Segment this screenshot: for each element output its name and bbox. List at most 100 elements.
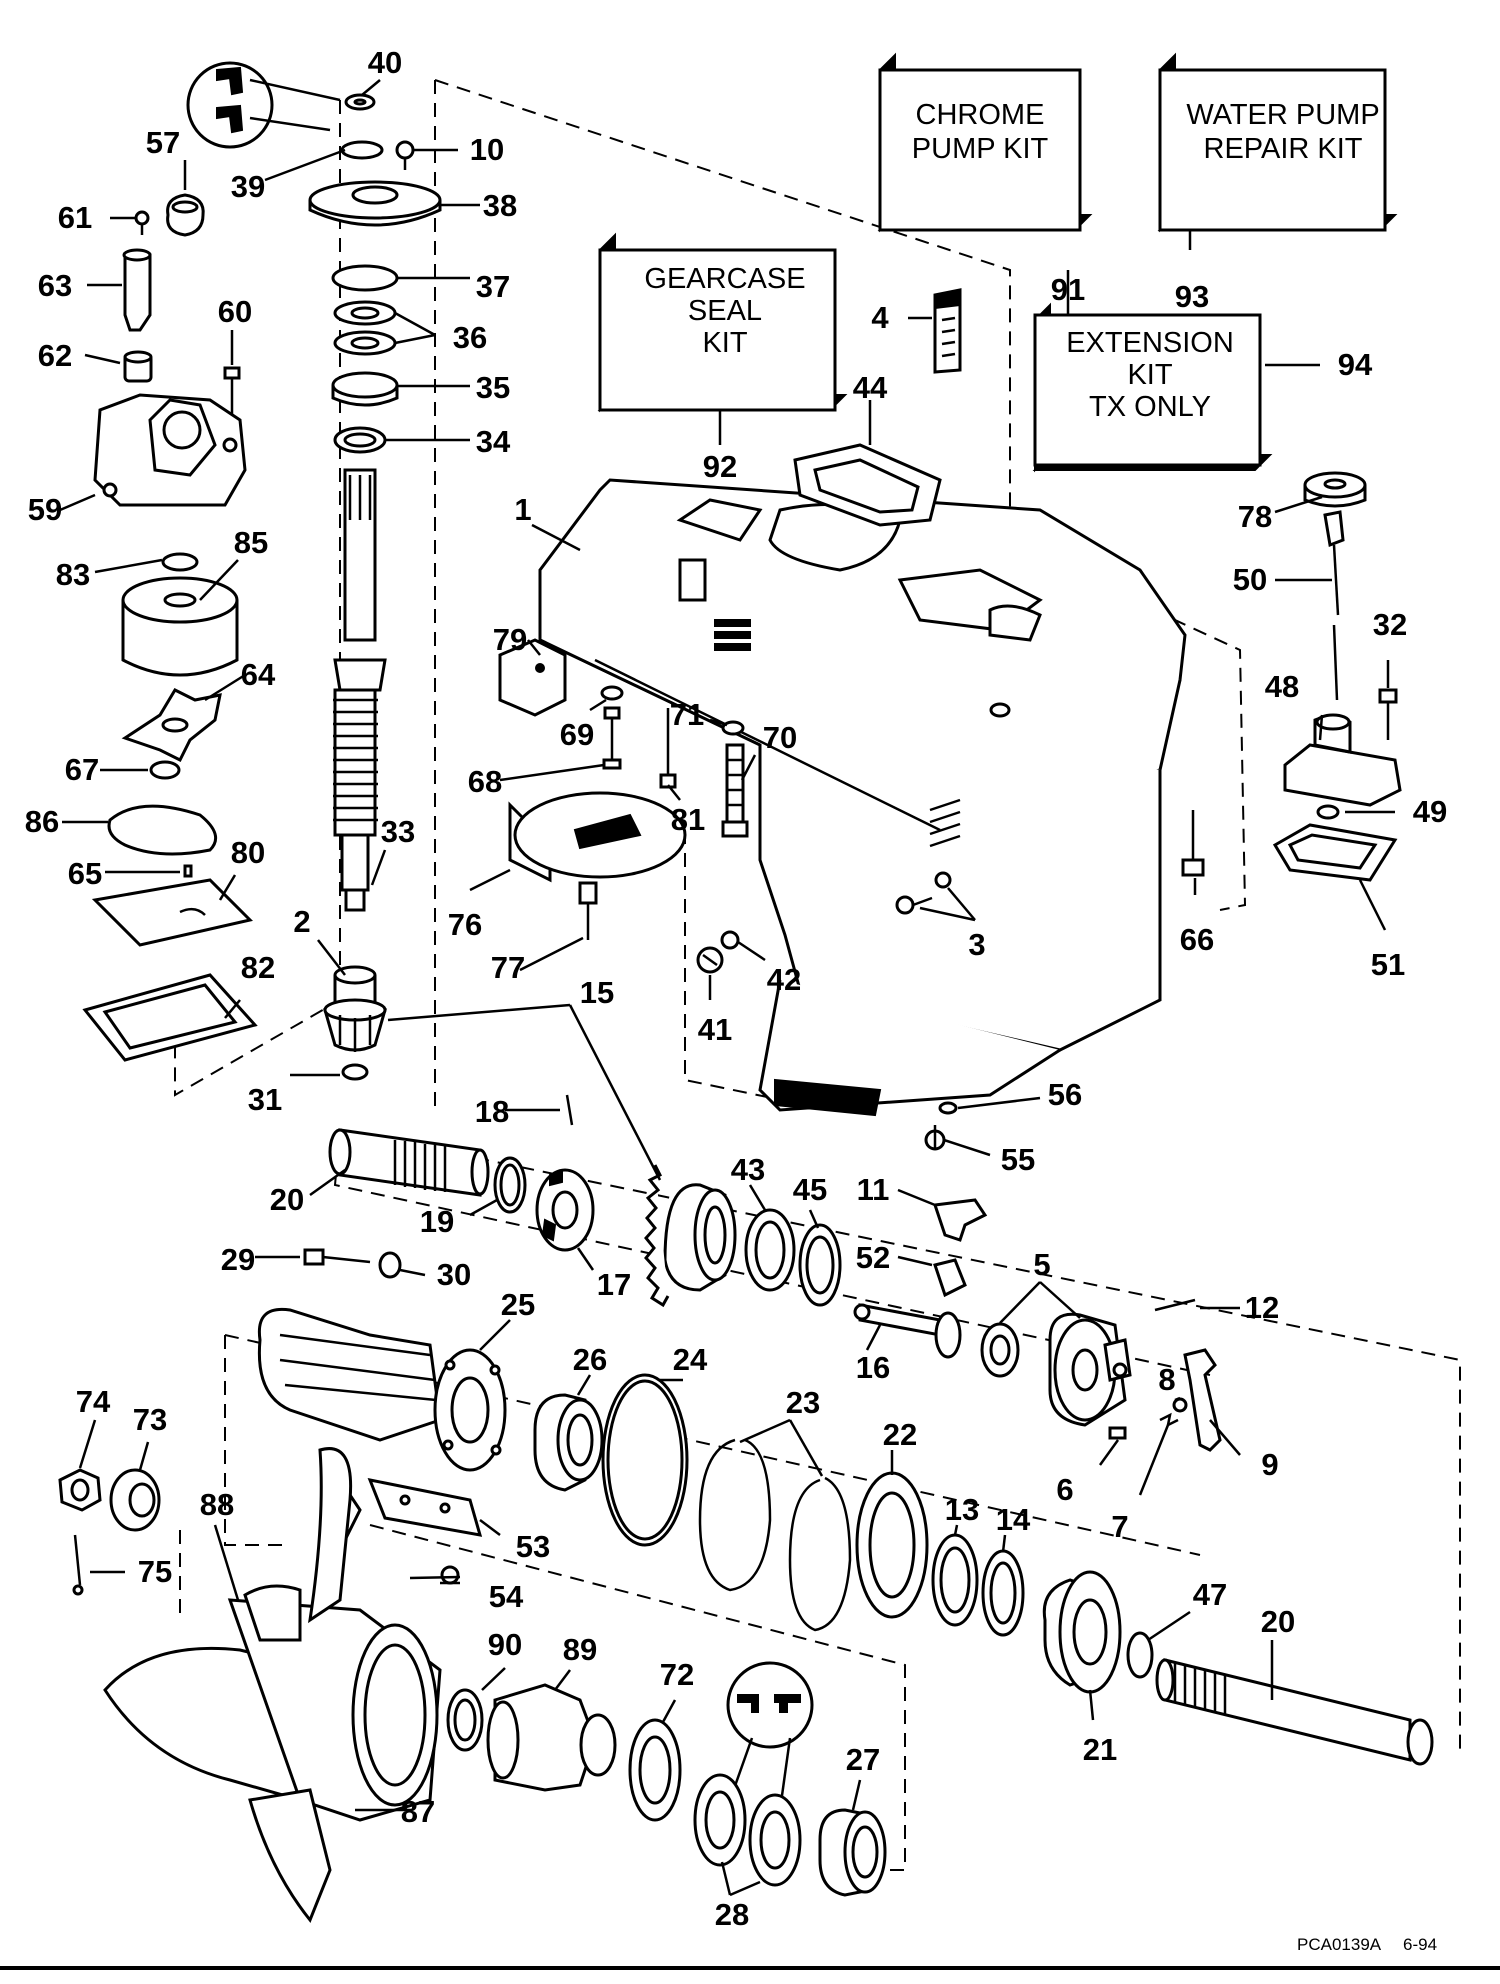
label-66: 66 xyxy=(1180,922,1214,957)
label-59: 59 xyxy=(28,492,62,527)
label-87: 87 xyxy=(401,1794,435,1829)
label-81: 81 xyxy=(671,802,705,837)
label-18: 18 xyxy=(475,1094,509,1129)
label-71: 71 xyxy=(670,697,704,732)
gearcase-seal-kit-line-1: GEARCASE xyxy=(644,263,805,295)
label-70: 70 xyxy=(763,720,797,755)
propeller-row xyxy=(58,1447,887,1923)
label-44: 44 xyxy=(853,370,888,405)
label-55: 55 xyxy=(1001,1142,1035,1177)
label-23: 23 xyxy=(786,1385,820,1420)
label-65: 65 xyxy=(68,856,102,891)
label-11: 11 xyxy=(857,1172,890,1207)
label-4: 4 xyxy=(871,300,889,335)
label-82: 82 xyxy=(241,950,275,985)
label-36: 36 xyxy=(453,320,487,355)
label-26: 26 xyxy=(573,1342,607,1377)
chrome-pump-kit: CHROME PUMP KIT xyxy=(877,52,1093,233)
label-28: 28 xyxy=(715,1897,749,1932)
label-8: 8 xyxy=(1158,1362,1175,1397)
label-9: 9 xyxy=(1261,1447,1278,1482)
label-61: 61 xyxy=(58,200,92,235)
extension-kit-line-2: KIT xyxy=(1127,359,1172,391)
label-34: 34 xyxy=(476,424,511,459)
label-29: 29 xyxy=(221,1242,255,1277)
label-91: 91 xyxy=(1051,272,1085,307)
label-64: 64 xyxy=(241,657,276,692)
label-42: 42 xyxy=(767,962,801,997)
label-27: 27 xyxy=(846,1742,880,1777)
label-45: 45 xyxy=(793,1172,827,1207)
label-12: 12 xyxy=(1245,1290,1279,1325)
drawing-date: 6-94 xyxy=(1403,1935,1437,1954)
label-1: 1 xyxy=(514,492,531,527)
label-60: 60 xyxy=(218,294,252,329)
label-92: 92 xyxy=(703,449,737,484)
label-73: 73 xyxy=(133,1402,167,1437)
drawing-code: PCA0139A xyxy=(1297,1935,1382,1954)
label-75: 75 xyxy=(138,1554,172,1589)
label-54: 54 xyxy=(489,1579,524,1614)
label-21: 21 xyxy=(1083,1732,1117,1767)
middle-small-parts xyxy=(498,638,1205,1151)
label-17: 17 xyxy=(597,1267,631,1302)
propshaft-splines xyxy=(1173,1662,1227,1715)
label-79: 79 xyxy=(493,622,527,657)
label-7: 7 xyxy=(1111,1509,1128,1544)
label-80: 80 xyxy=(231,835,265,870)
label-90: 90 xyxy=(488,1627,522,1662)
label-40: 40 xyxy=(368,45,402,80)
gearcase-seal-kit-line-3: KIT xyxy=(702,327,747,359)
chrome-pump-kit-line-1: CHROME xyxy=(916,99,1045,131)
label-10: 10 xyxy=(470,132,504,167)
label-69: 69 xyxy=(560,717,594,752)
label-6: 6 xyxy=(1056,1472,1073,1507)
water-pump-kit-line-2: REPAIR KIT xyxy=(1204,133,1363,165)
part-4 xyxy=(933,288,962,374)
label-19: 19 xyxy=(420,1204,454,1239)
label-15: 15 xyxy=(580,975,614,1010)
label-48: 48 xyxy=(1265,669,1299,704)
gasket-44 xyxy=(793,443,942,527)
label-86: 86 xyxy=(25,804,59,839)
label-30: 30 xyxy=(437,1257,471,1292)
gearcase-seal-kit-line-2: SEAL xyxy=(688,295,762,327)
label-72: 72 xyxy=(660,1657,694,1692)
label-74: 74 xyxy=(76,1384,111,1419)
label-77: 77 xyxy=(491,950,525,985)
label-78: 78 xyxy=(1238,499,1272,534)
label-83: 83 xyxy=(56,557,90,592)
label-35: 35 xyxy=(476,370,510,405)
label-47: 47 xyxy=(1193,1577,1227,1612)
chrome-pump-kit-line-2: PUMP KIT xyxy=(912,133,1049,165)
label-62: 62 xyxy=(38,338,72,373)
gearcase-housing xyxy=(538,478,1187,1117)
label-39: 39 xyxy=(231,169,265,204)
label-52: 52 xyxy=(856,1240,890,1275)
upper-shaft-splines xyxy=(393,1140,447,1192)
extension-kit: EXTENSION KIT TX ONLY xyxy=(1032,302,1273,473)
label-31: 31 xyxy=(248,1082,282,1117)
label-32: 32 xyxy=(1373,607,1407,642)
label-41: 41 xyxy=(698,1012,732,1047)
water-pump-kit-line-1: WATER PUMP xyxy=(1186,99,1379,131)
label-2: 2 xyxy=(293,904,310,939)
label-53: 53 xyxy=(516,1529,550,1564)
label-76: 76 xyxy=(448,907,482,942)
label-57: 57 xyxy=(146,125,180,160)
extension-kit-line-1: EXTENSION xyxy=(1066,327,1234,359)
leader-lines xyxy=(59,79,1395,1897)
water-pump-parts xyxy=(82,193,258,1062)
label-85: 85 xyxy=(234,525,268,560)
shift-parts xyxy=(1272,471,1402,882)
label-25: 25 xyxy=(501,1287,535,1322)
label-63: 63 xyxy=(38,268,72,303)
driveshaft-assembly xyxy=(186,61,442,1081)
label-33: 33 xyxy=(381,814,415,849)
label-89: 89 xyxy=(563,1632,597,1667)
label-93: 93 xyxy=(1175,279,1209,314)
water-pump-repair-kit: WATER PUMP REPAIR KIT xyxy=(1157,52,1398,233)
label-49: 49 xyxy=(1413,794,1447,829)
label-51: 51 xyxy=(1371,947,1405,982)
